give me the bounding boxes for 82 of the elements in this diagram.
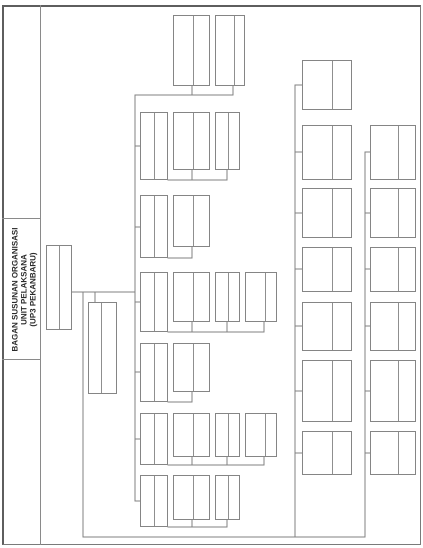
org-chart-box xyxy=(140,195,168,258)
connector-line xyxy=(364,452,370,454)
connector-line xyxy=(192,520,228,528)
org-chart-box xyxy=(302,60,352,110)
connector-line xyxy=(134,226,136,292)
connector-line xyxy=(134,302,136,372)
org-chart-box xyxy=(140,343,168,402)
org-chart-box xyxy=(302,431,352,475)
org-chart-box xyxy=(370,431,416,475)
org-chart-box xyxy=(215,112,240,170)
org-chart-box xyxy=(370,188,416,238)
connector-line xyxy=(134,438,140,440)
connector-line xyxy=(294,268,302,270)
org-chart-box xyxy=(245,272,277,322)
org-chart-box xyxy=(173,475,210,520)
connector-line xyxy=(364,212,370,214)
org-chart-box xyxy=(302,360,352,422)
org-chart-box xyxy=(140,272,168,332)
org-chart-box xyxy=(370,360,416,422)
connector-line xyxy=(192,170,228,180)
org-chart-box xyxy=(215,272,240,322)
connector-line xyxy=(226,322,264,332)
connector-line xyxy=(134,372,136,440)
connector-line xyxy=(364,268,366,326)
org-chart-box xyxy=(245,413,277,457)
org-chart-box xyxy=(140,475,168,527)
org-chart-box xyxy=(302,188,352,238)
connector-line xyxy=(294,452,296,538)
connector-line xyxy=(294,152,296,214)
connector-line xyxy=(294,84,302,152)
connector-line xyxy=(364,390,366,454)
subtitle-text: (UP3 PEKANBARU) xyxy=(28,252,38,327)
connector-line xyxy=(134,292,136,302)
connector-line xyxy=(294,390,296,454)
connector-line xyxy=(294,452,366,538)
org-chart-box xyxy=(302,302,352,351)
connector-line xyxy=(294,390,302,392)
connector-line xyxy=(134,94,192,146)
connector-line xyxy=(168,246,192,258)
org-chart-box xyxy=(302,125,352,180)
org-chart-box xyxy=(140,413,168,465)
connector-line xyxy=(168,526,192,528)
org-chart-box xyxy=(215,413,240,457)
connector-line xyxy=(226,322,228,332)
connector-line xyxy=(364,390,370,392)
chart-title: BAGAN SUSUNAN ORGANISASI xyxy=(10,228,20,352)
connector-line xyxy=(294,326,296,392)
org-chart-box xyxy=(173,272,210,322)
connector-line xyxy=(294,212,302,214)
connector-line xyxy=(168,392,192,402)
org-chart-box xyxy=(88,302,117,394)
connector-line xyxy=(82,292,296,538)
connector-line xyxy=(94,292,96,302)
org-chart-box xyxy=(215,475,240,520)
org-chart-box xyxy=(173,195,210,247)
org-chart-box xyxy=(302,247,352,292)
connector-line xyxy=(226,456,228,466)
org-chart-box xyxy=(173,112,210,170)
connector-line xyxy=(226,456,264,466)
connector-line xyxy=(168,464,192,466)
connector-line xyxy=(192,86,234,96)
org-chart-box xyxy=(173,15,210,86)
connector-line xyxy=(294,212,296,270)
connector-line xyxy=(134,146,136,228)
org-chart-box xyxy=(46,245,72,330)
org-chart-box xyxy=(173,413,210,457)
connector-line xyxy=(134,438,140,502)
connector-line xyxy=(364,268,370,270)
connector-line xyxy=(364,212,366,270)
org-chart-box xyxy=(370,125,416,180)
connector-line xyxy=(294,268,296,326)
connector-line xyxy=(134,226,140,228)
org-chart-box xyxy=(370,247,416,292)
org-chart-box xyxy=(215,15,245,86)
connector-line xyxy=(364,152,370,214)
connector-line xyxy=(192,464,228,466)
org-chart-box xyxy=(140,112,168,180)
connector-line xyxy=(364,326,366,392)
subtitle-text: UNIT PELAKSANA xyxy=(20,254,28,325)
org-chart-box xyxy=(173,343,210,392)
connector-line xyxy=(294,452,302,454)
org-chart-box xyxy=(370,302,416,351)
